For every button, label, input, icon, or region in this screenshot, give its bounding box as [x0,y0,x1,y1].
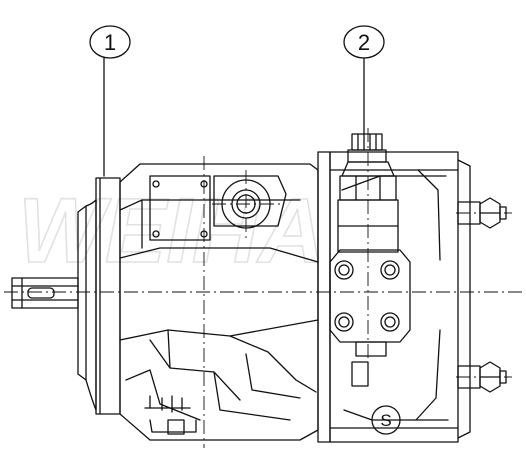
svg-text:WEIHA: WEIHA [18,180,325,282]
watermark: WEIHA [17,179,325,283]
pressure-controller [329,133,411,357]
callout-2 [343,25,385,135]
callout-1 [89,25,131,177]
port-s [371,405,401,435]
pump-housing [119,163,319,441]
drive-shaft [11,277,79,309]
port-s-label: S [380,411,391,430]
port-plate [317,151,471,443]
callout-2-label: 2 [358,30,370,55]
callout-1-label: 1 [104,30,116,55]
center-lines [4,128,522,448]
